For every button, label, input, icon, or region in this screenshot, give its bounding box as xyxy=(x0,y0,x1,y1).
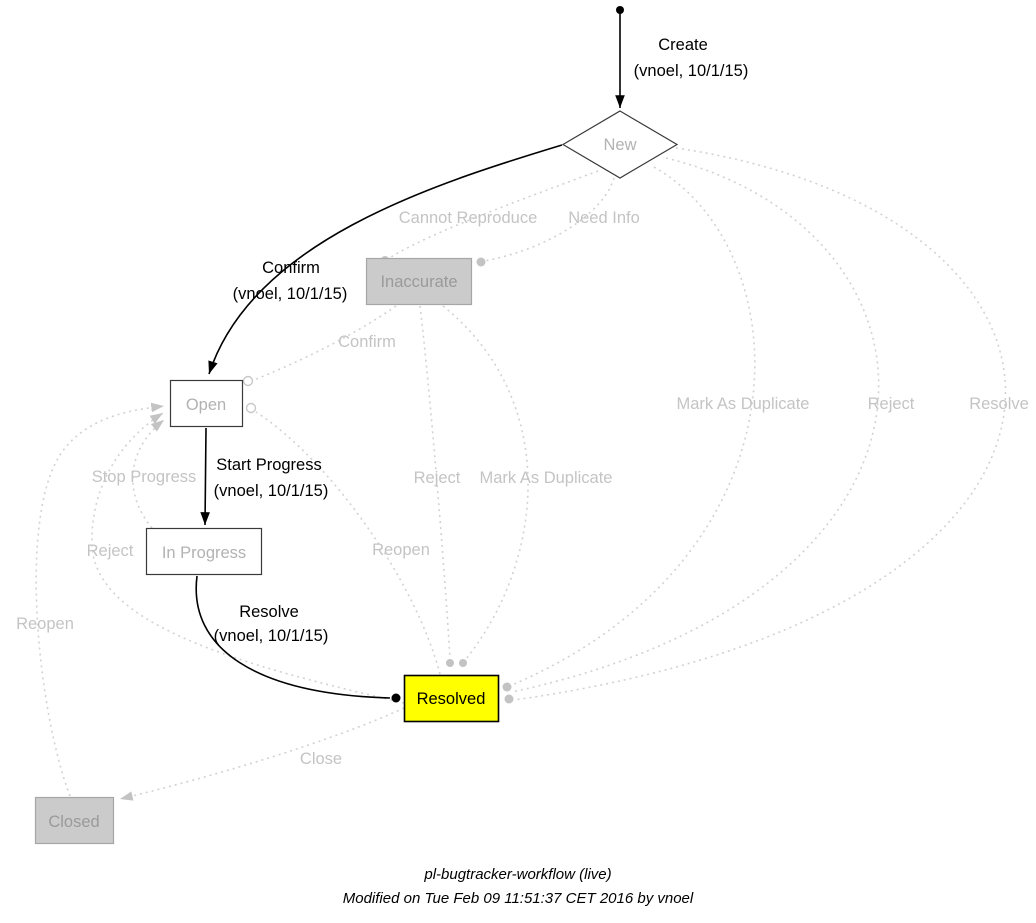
active-edge-group xyxy=(195,12,625,699)
edge-resolve xyxy=(195,575,391,699)
node-resolved-label: Resolved xyxy=(417,690,486,708)
resolved-in-dot-right-1 xyxy=(502,682,512,692)
inaccurate-in-dot-2 xyxy=(476,257,486,267)
edge-resolve-right xyxy=(513,147,1007,701)
resolved-in-dot-right-2 xyxy=(504,694,514,704)
footer: pl-bugtracker-workflow (live) Modified o… xyxy=(343,866,694,907)
node-closed: Closed xyxy=(34,796,115,845)
edge-cannot-reproduce xyxy=(390,170,599,258)
edge-label-mark-as-duplicate-right: Mark As Duplicate xyxy=(677,395,810,413)
edge-confirm xyxy=(208,144,563,375)
node-in-progress-shape xyxy=(145,527,263,576)
node-resolved-shape xyxy=(403,674,500,723)
edge-label-cannot-reproduce: Cannot Reproduce xyxy=(399,209,538,227)
node-closed-label: Closed xyxy=(48,813,99,831)
edge-label-start-progress: Start Progress xyxy=(216,456,321,474)
edge-start-progress xyxy=(200,427,210,526)
edge-mark-as-duplicate-right xyxy=(511,166,756,686)
start-dot xyxy=(616,6,624,14)
node-new: New xyxy=(561,110,679,179)
edge-need-info xyxy=(483,177,615,262)
edge-confirm-inactive xyxy=(253,305,397,381)
edge-label-resolve: Resolve xyxy=(239,603,299,621)
node-open: Open xyxy=(169,379,244,428)
node-inaccurate-label: Inaccurate xyxy=(380,273,457,291)
node-inaccurate-shape xyxy=(365,257,473,306)
node-in-progress-label: In Progress xyxy=(162,544,246,562)
edge-label-reopen-left: Reopen xyxy=(16,615,74,633)
edge-label-stop-progress: Stop Progress xyxy=(92,468,197,486)
edge-label-reject-left: Reject xyxy=(87,542,134,560)
node-inaccurate: Inaccurate xyxy=(365,257,473,306)
resolved-in-dot-top-1 xyxy=(446,659,454,667)
resolved-in-dot-top-2 xyxy=(459,659,467,667)
edge-reopen-mid xyxy=(255,411,441,675)
edge-label-confirm-annotation: (vnoel, 10/1/15) xyxy=(233,285,348,303)
edge-label-reject-right: Reject xyxy=(868,395,915,413)
node-group: New Inaccurate Open In Progress Resolved… xyxy=(34,110,679,845)
edge-stop-progress xyxy=(132,419,165,529)
node-open-shape xyxy=(169,379,244,428)
edge-label-resolve-right: Resolve xyxy=(969,395,1029,413)
active-edge-labels: Create (vnoel, 10/1/15) Confirm (vnoel, … xyxy=(214,36,749,645)
footer-title: pl-bugtracker-workflow (live) xyxy=(423,866,611,883)
node-open-label: Open xyxy=(186,396,226,414)
footer-modified: Modified on Tue Feb 09 11:51:37 CET 2016… xyxy=(343,890,694,907)
node-new-shape xyxy=(561,110,679,179)
edge-label-reopen-mid: Reopen xyxy=(372,541,430,559)
node-closed-shape xyxy=(34,796,115,845)
node-new-label: New xyxy=(603,136,636,154)
inactive-edge-labels: Cannot Reproduce Need Info Confirm Stop … xyxy=(16,209,1029,768)
edge-reject-left xyxy=(91,412,405,704)
node-resolved: Resolved xyxy=(403,674,500,723)
edge-label-create-annotation: (vnoel, 10/1/15) xyxy=(634,62,749,80)
edge-close xyxy=(119,707,405,801)
inactive-edge-group xyxy=(35,147,1007,801)
open-in-ring-bottom xyxy=(245,402,257,414)
edge-reject-mid xyxy=(419,305,451,659)
edge-label-need-info: Need Info xyxy=(568,209,640,227)
open-in-ring-top xyxy=(242,375,254,387)
connector-dots xyxy=(242,6,624,704)
edge-reopen-left xyxy=(35,402,165,797)
edge-label-reject-mid: Reject xyxy=(414,469,461,487)
edge-label-resolve-annotation: (vnoel, 10/1/15) xyxy=(214,627,329,645)
resolve-end-dot xyxy=(391,693,401,703)
edge-label-create: Create xyxy=(658,36,708,54)
edge-label-start-progress-annotation: (vnoel, 10/1/15) xyxy=(214,482,329,500)
node-in-progress: In Progress xyxy=(145,527,263,576)
edge-label-confirm: Confirm xyxy=(262,259,320,277)
edge-label-confirm-inactive: Confirm xyxy=(338,333,396,351)
edge-label-close: Close xyxy=(300,750,342,768)
edge-label-mark-as-duplicate-mid: Mark As Duplicate xyxy=(480,469,613,487)
